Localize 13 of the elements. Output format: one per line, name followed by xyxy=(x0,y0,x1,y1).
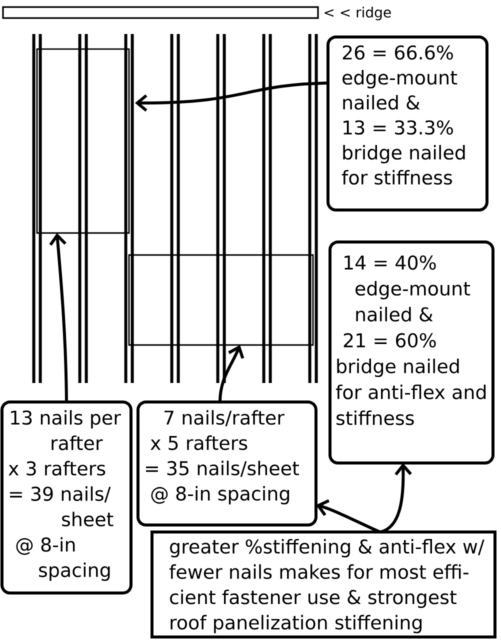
note-box: 13 nails per rafter x 3 rafters = 39 nails/ sheet @ 8-in spacing xyxy=(0,400,132,594)
ridge-label: < < ridge xyxy=(324,6,391,20)
note-box: 14 = 40% edge-mount nailed & 21 = 60% bridge nailed for anti-flex and stiffness xyxy=(328,240,494,464)
note-box: greater %stiffening & anti-flex w/ fewer nails makes for most effi- cient fastener use & strongest roof panelization stiffening xyxy=(150,530,496,638)
arrow xyxy=(316,499,381,534)
note-box: 26 = 66.6% edge-mount nailed & 13 = 33.3% bridge nailed for stiffness xyxy=(326,36,488,212)
note-box: 7 nails/rafter x 5 rafters = 35 nails/sheet @ 8-in spacing xyxy=(136,400,318,526)
arrow xyxy=(218,345,244,402)
arrow xyxy=(380,463,412,534)
roof-sheet xyxy=(128,254,314,346)
roof-sheet xyxy=(36,48,130,234)
arrow xyxy=(135,82,328,112)
arrow xyxy=(49,233,68,402)
